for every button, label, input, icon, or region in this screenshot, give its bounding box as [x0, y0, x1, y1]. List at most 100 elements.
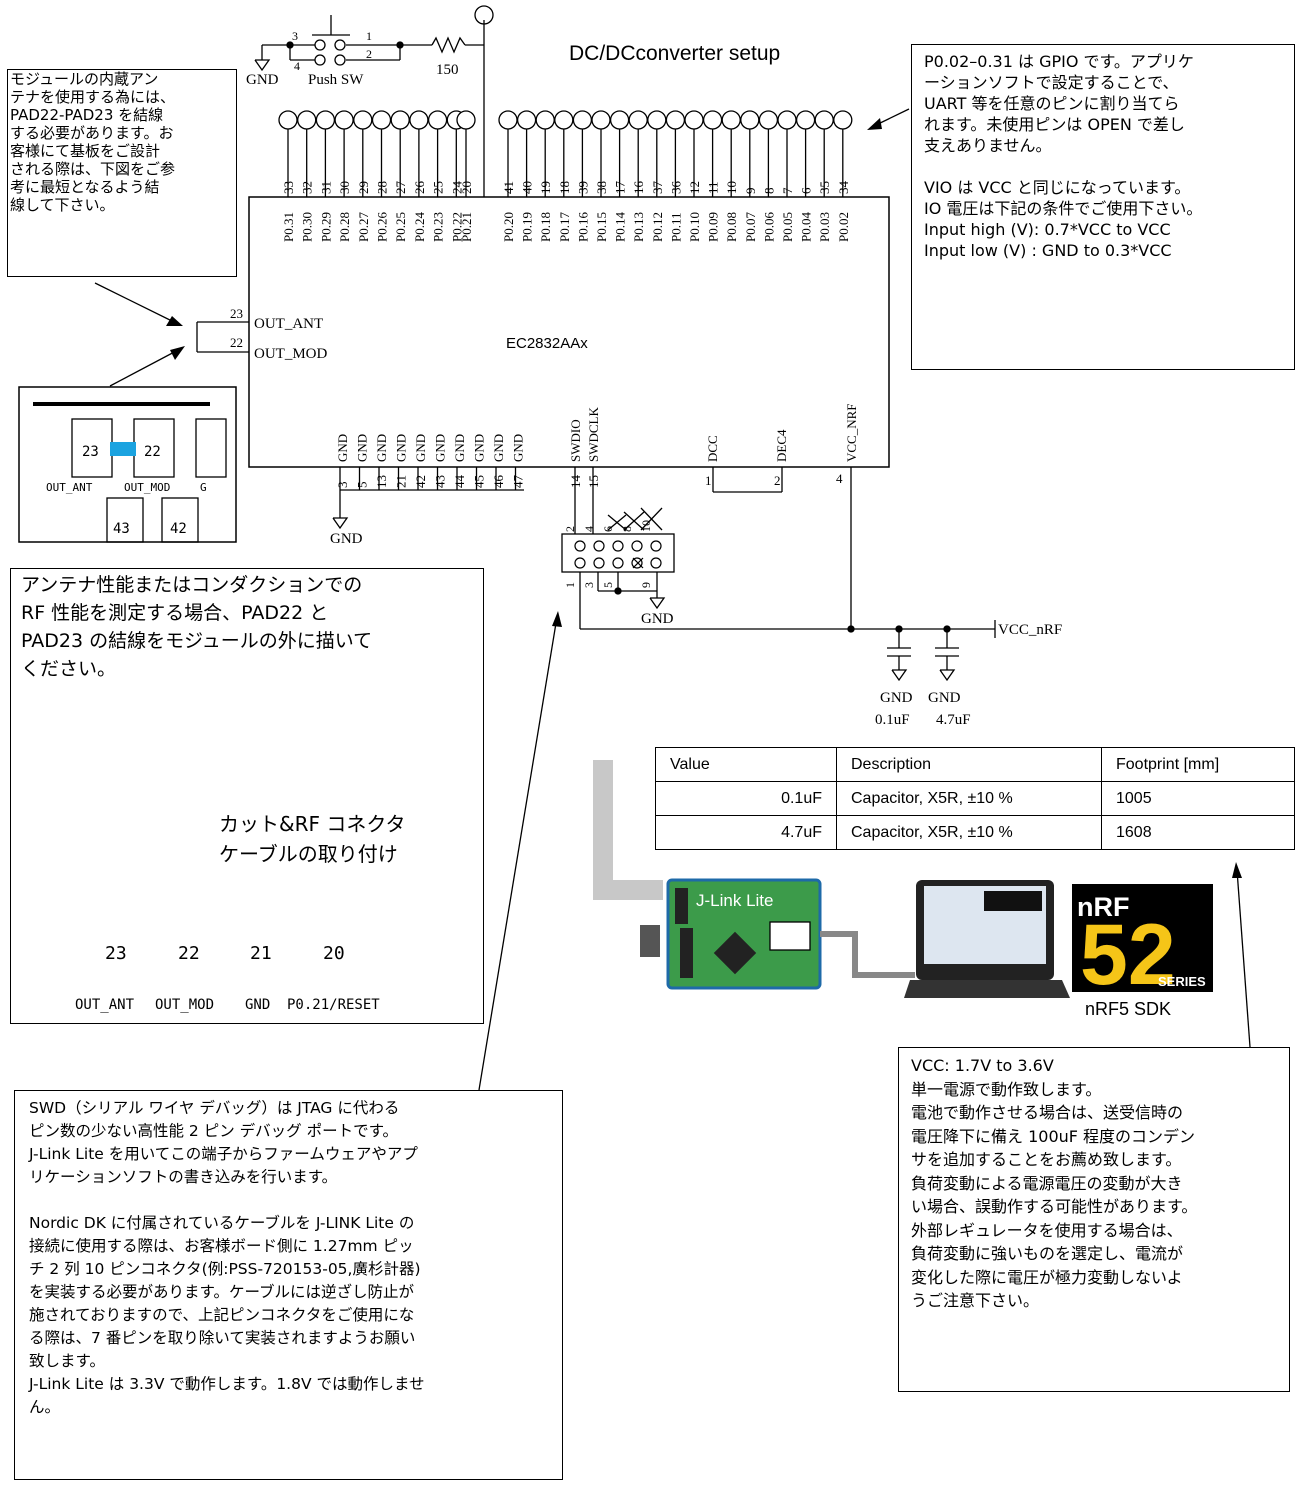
pin-number: 41	[501, 181, 516, 194]
connector-pin	[650, 557, 662, 569]
pin-name: P0.14	[613, 212, 628, 242]
pin-name: P0.31	[281, 212, 296, 242]
bom-cell: 0.1uF	[655, 781, 837, 816]
pin-name: P0.30	[300, 212, 315, 242]
dc-pin-name: DEC4	[774, 429, 789, 462]
bom-cell: Capacitor, X5R, ±10 %	[836, 815, 1102, 850]
pin-number: 26	[412, 181, 427, 195]
gnd-pin-name: GND	[374, 434, 389, 462]
inset-pad-43: 43	[113, 521, 130, 537]
note-line: 電池で動作させる場合は、送受信時の	[911, 1103, 1184, 1122]
note-line: ん。	[29, 1398, 61, 1416]
note-line: J-Link Lite を用いてこの端子からファームウェアやアプ	[29, 1145, 418, 1163]
push-sw-label: Push SW	[308, 72, 364, 88]
gnd-pin-name: GND	[335, 434, 350, 462]
note-line: 接続に使用する際は、お客様ボード側に 1.27mm ピッ	[29, 1237, 414, 1255]
test-point-circle	[474, 5, 494, 25]
connector-pin-number: 10	[639, 520, 653, 532]
note-antenna: モジュールの内蔵アンテナを使用する為には、PAD22-PAD23 を結線する必要…	[7, 69, 237, 277]
gnd-pin-number: 42	[413, 475, 428, 488]
swd-pin-name: SWDIO	[568, 419, 583, 462]
gnd-pin-number: 3	[335, 482, 350, 489]
note-line: 施されておりますので、上記ピンコネクタをご使用にな	[29, 1306, 415, 1324]
bom-cell: 1005	[1101, 781, 1295, 816]
pin-pad-circle	[628, 110, 648, 130]
bom-table: Value Description Footprint [mm] 0.1uF C…	[655, 747, 1295, 850]
connector-pin-number: 8	[620, 526, 634, 532]
pin-name: P0.15	[594, 212, 609, 242]
pin-number: 39	[575, 181, 590, 194]
pin-pad-circle	[609, 110, 630, 130]
bom-header-row: Value Description Footprint [mm]	[655, 747, 1295, 782]
pin-number: 27	[393, 181, 408, 195]
pin-number: 40	[520, 181, 535, 194]
pin-number: 33	[281, 181, 296, 194]
pin-name: P0.21	[459, 212, 474, 242]
pin-number: 6	[799, 187, 814, 194]
nrf-number: 52	[1080, 907, 1176, 1003]
note-line: される際は、下図をご参	[10, 160, 176, 178]
connector-pin	[612, 540, 624, 552]
inset-label-g: G	[200, 481, 207, 494]
gnd-pin-name: GND	[511, 434, 526, 462]
sw-pin-1: 1	[366, 29, 372, 43]
nrf52-logo-box	[1072, 884, 1213, 992]
chip-body	[248, 196, 890, 468]
note-line: P0.02–0.31 は GPIO です。アプリケ	[924, 52, 1194, 71]
note-line: VCC: 1.7V to 3.6V	[911, 1056, 1054, 1075]
pin-name-out-mod: OUT_MOD	[254, 346, 327, 362]
note-line: 支えありません。	[924, 136, 1052, 155]
note-line: る際は、7 番ピンを取り除いて実装されますようお願い	[29, 1329, 416, 1347]
note-line: アンテナ性能またはコンダクションでの	[21, 574, 363, 596]
bom-cell: 1608	[1101, 815, 1295, 850]
bom-header-description: Description	[836, 747, 1102, 782]
pin-name: P0.02	[836, 212, 851, 242]
bom-cell: Capacitor, X5R, ±10 %	[836, 781, 1102, 816]
pin-number: 9	[743, 188, 758, 195]
rf-pad-label-gnd: GND	[245, 997, 270, 1013]
pin-name: P0.05	[780, 212, 795, 242]
pin-pad-circle	[814, 110, 834, 130]
pin-number: 38	[594, 181, 609, 194]
bom-cell: 4.7uF	[655, 815, 837, 850]
pin-number: 18	[557, 181, 572, 194]
bom-header-footprint: Footprint [mm]	[1101, 747, 1295, 782]
pin-pad-circle	[456, 110, 476, 130]
pin-name-out-ant: OUT_ANT	[254, 316, 323, 332]
pin-number: 34	[836, 181, 851, 195]
pin-number: 7	[780, 187, 795, 194]
connector-pin	[574, 540, 586, 552]
sw-pin-2: 2	[366, 47, 372, 61]
vcc-pin-name: VCC_NRF	[844, 403, 859, 462]
rf-pad-label-out-ant: OUT_ANT	[75, 997, 135, 1013]
bom-header-value: Value	[655, 747, 837, 782]
pin-number: 11	[706, 181, 721, 194]
note-gpio: P0.02–0.31 は GPIO です。アプリケーションソフトで設定することで…	[911, 44, 1295, 370]
pin-number: 17	[613, 181, 628, 195]
page-title: DC/DCconverter setup	[569, 42, 781, 65]
connector-pin	[631, 540, 643, 552]
rf-label-line1: カット&RF コネクタ	[219, 812, 406, 836]
table-row: 4.7uF Capacitor, X5R, ±10 % 1608	[655, 815, 1295, 850]
pin-name: P0.04	[799, 212, 814, 242]
note-line: Input high (V): 0.7*VCC to VCC	[924, 220, 1171, 239]
gnd-pin-name: GND	[491, 434, 506, 462]
jlink-label: J-Link Lite	[696, 891, 773, 910]
vcc-pin-number: 4	[836, 471, 843, 486]
pin-name: P0.18	[538, 212, 553, 242]
connector-pin-number: 5	[601, 582, 615, 588]
connector-pin	[593, 540, 605, 552]
note-line: れます。未使用ピンは OPEN で差し	[924, 115, 1185, 134]
pin-number: 28	[375, 181, 390, 194]
note-line: い場合、誤動作する可能性があります。	[911, 1197, 1198, 1216]
gnd-label-cap2: GND	[928, 690, 961, 706]
pin-pad-circle	[297, 110, 317, 130]
pin-pad-circle	[647, 110, 667, 130]
swd-pin-number: 15	[586, 475, 601, 488]
rf-pad-20: 20	[323, 943, 345, 964]
note-line: PAD22-PAD23 を結線	[10, 106, 164, 124]
pin-pad-circle	[516, 110, 537, 130]
connector-pin	[631, 557, 643, 569]
connector-pin	[650, 540, 662, 552]
